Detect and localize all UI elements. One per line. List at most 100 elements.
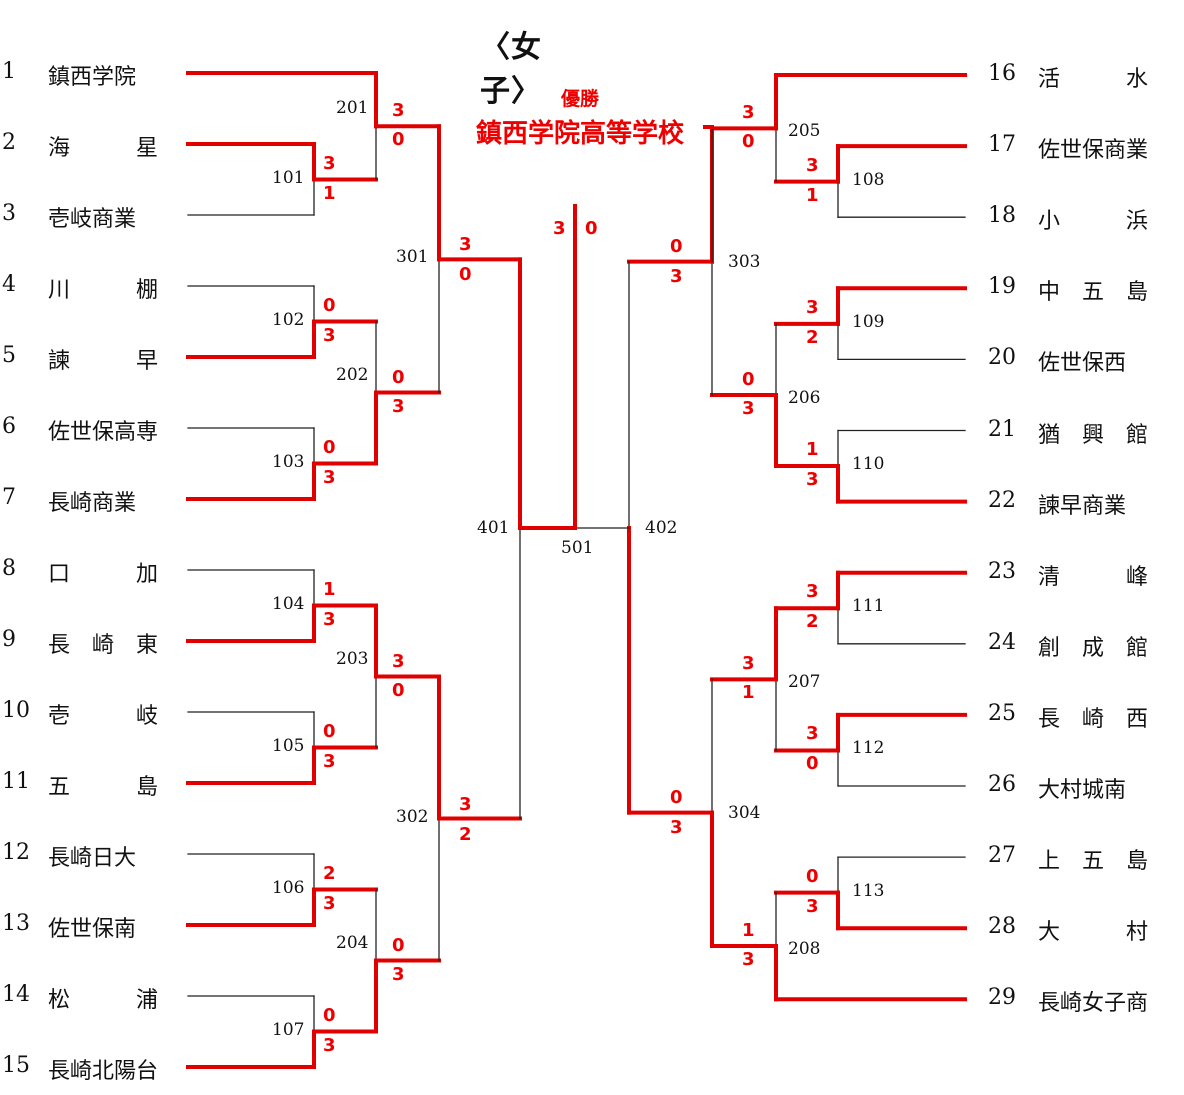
team-number: 12 <box>2 840 30 865</box>
final-score-right: 0 <box>585 218 598 239</box>
match-number: 108 <box>852 169 885 190</box>
team-number: 8 <box>2 556 16 581</box>
team-number: 20 <box>988 345 1016 371</box>
team-number: 6 <box>2 414 16 439</box>
score-bottom: 3 <box>323 892 336 914</box>
score-bottom: 0 <box>392 679 405 701</box>
score-top: 2 <box>323 862 336 884</box>
team-name: 長崎女子商 <box>1038 991 1149 1017</box>
team-number: 2 <box>2 130 16 155</box>
match-number: 206 <box>788 387 821 408</box>
team-name: 長崎北陽台 <box>48 1059 159 1084</box>
team-name: 創 成 館 <box>1038 635 1149 661</box>
score-top: 3 <box>742 653 755 675</box>
match-number: 401 <box>477 518 510 538</box>
score-top: 0 <box>670 235 683 257</box>
score-top: 0 <box>670 786 683 808</box>
team-name: 活 水 <box>1038 67 1149 92</box>
team-name: 猶 興 館 <box>1038 422 1149 448</box>
match-number: 113 <box>852 880 885 901</box>
score-bottom: 3 <box>392 963 405 985</box>
match-number: 112 <box>852 738 885 759</box>
team-name: 佐世保高専 <box>48 420 159 445</box>
team-name: 長崎日大 <box>48 846 137 871</box>
team-number: 29 <box>988 985 1016 1011</box>
score-top: 3 <box>392 650 405 672</box>
score-bottom: 1 <box>742 682 755 704</box>
score-bottom: 0 <box>742 131 755 153</box>
match-number: 208 <box>788 938 821 959</box>
score-bottom: 2 <box>459 823 472 845</box>
match-number: 106 <box>272 877 305 898</box>
score-top: 3 <box>806 723 819 745</box>
score-top: 0 <box>392 366 405 388</box>
team-name: 大 村 <box>1038 920 1149 946</box>
score-top: 3 <box>459 234 472 256</box>
match-number: 303 <box>728 251 761 272</box>
team-number: 24 <box>988 629 1016 655</box>
score-bottom: 3 <box>323 750 336 772</box>
match-number: 105 <box>272 735 305 756</box>
team-name: 諫早商業 <box>1038 493 1127 519</box>
team-number: 11 <box>2 769 30 794</box>
score-bottom: 3 <box>323 324 336 346</box>
team-name: 佐世保南 <box>48 917 137 942</box>
team-number: 9 <box>2 627 16 652</box>
match-number: 204 <box>336 932 369 953</box>
score-top: 3 <box>742 102 755 124</box>
team-name: 海 星 <box>48 136 159 161</box>
score-bottom: 3 <box>323 466 336 488</box>
score-top: 0 <box>323 1004 336 1026</box>
match-number: 205 <box>788 121 821 142</box>
score-top: 0 <box>323 294 336 316</box>
score-top: 1 <box>742 919 755 941</box>
team-name: 松 浦 <box>48 988 159 1013</box>
score-bottom: 3 <box>742 397 755 419</box>
team-name: 長崎商業 <box>48 491 137 516</box>
match-number: 302 <box>396 806 429 827</box>
match-number: 203 <box>336 648 369 669</box>
champion-name: 鎮西学院高等学校 <box>475 119 684 149</box>
score-top: 3 <box>459 793 472 815</box>
team-number: 15 <box>2 1053 30 1078</box>
score-top: 3 <box>806 581 819 603</box>
team-name: 長 崎 東 <box>48 633 159 658</box>
score-bottom: 3 <box>742 948 755 970</box>
team-number: 18 <box>988 203 1016 229</box>
team-name: 壱 岐 <box>48 704 159 729</box>
score-bottom: 1 <box>806 184 819 206</box>
score-bottom: 3 <box>670 816 683 838</box>
team-number: 1 <box>2 59 16 84</box>
team-name: 佐世保商業 <box>1038 138 1149 164</box>
team-number: 10 <box>2 698 30 723</box>
match-number: 109 <box>852 311 885 332</box>
match-number: 110 <box>852 454 885 475</box>
score-bottom: 2 <box>806 326 819 348</box>
team-name: 川 棚 <box>48 278 159 303</box>
team-number: 26 <box>988 772 1016 797</box>
team-name: 上 五 島 <box>1038 849 1149 875</box>
score-top: 3 <box>806 296 819 318</box>
team-number: 3 <box>2 201 16 226</box>
match-number: 202 <box>336 364 369 385</box>
score-top: 1 <box>806 439 819 461</box>
team-number: 14 <box>2 982 30 1007</box>
team-number: 27 <box>988 843 1016 869</box>
score-bottom: 3 <box>806 469 819 491</box>
match-number: 101 <box>272 167 305 188</box>
team-number: 21 <box>988 416 1016 442</box>
match-number: 207 <box>788 672 821 693</box>
team-name: 佐世保西 <box>1038 351 1127 377</box>
score-top: 0 <box>323 720 336 742</box>
match-number: 402 <box>645 518 678 538</box>
match-number: 501 <box>561 538 594 558</box>
team-number: 23 <box>988 558 1016 584</box>
team-name: 口 加 <box>48 562 159 587</box>
match-number: 103 <box>272 451 305 472</box>
score-bottom: 3 <box>392 395 405 417</box>
score-bottom: 2 <box>806 611 819 633</box>
score-bottom: 0 <box>459 264 472 286</box>
team-name: 中 五 島 <box>1038 280 1149 306</box>
team-number: 28 <box>988 914 1016 940</box>
